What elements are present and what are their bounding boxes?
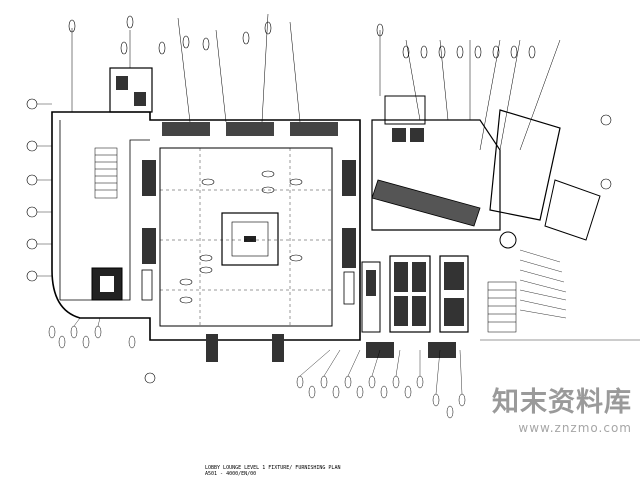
dining-booths (361, 255, 469, 358)
watermark-url: www.znzmo.com (518, 421, 632, 435)
right-wing-outline (371, 119, 501, 231)
lounge-grid (160, 148, 332, 326)
top-windows (162, 122, 338, 136)
building-outline (51, 111, 361, 341)
tag-markers-top (68, 15, 536, 59)
watermark: 知末资料库 www.znzmo.com (462, 386, 632, 448)
central-feature (221, 212, 279, 266)
leader-lines-top (71, 13, 561, 151)
right-stair (487, 281, 517, 333)
right-dimension-lines (480, 249, 640, 341)
stair-core (94, 147, 118, 199)
leader-lines-bottom (73, 317, 463, 395)
far-right-block (544, 179, 601, 241)
grid-bubbles-right (600, 114, 612, 190)
watermark-site-name: 知末资料库 (492, 387, 632, 418)
fixture-tags (179, 170, 303, 304)
drawing-number: A501 - 4000/EN/00 (205, 471, 257, 477)
furniture-left (141, 160, 356, 305)
tag-markers-bottom (48, 325, 466, 419)
grid-bubbles-left (26, 98, 38, 282)
drawing-title: LOBBY LOUNGE LEVEL 1 FIXTURE/ FURNISHING… (205, 465, 341, 471)
bar-counter (371, 179, 481, 227)
grid-lines-left (37, 103, 52, 277)
bottom-columns (206, 334, 284, 362)
round-column (499, 231, 517, 249)
right-angled-block (489, 109, 561, 221)
elevator-core-top (109, 67, 153, 113)
grid-bubble-bottom (144, 372, 156, 384)
lobby-lounge-area (159, 147, 333, 327)
drawing-title-block: LOBBY LOUNGE LEVEL 1 FIXTURE/ FURNISHING… (205, 465, 385, 479)
